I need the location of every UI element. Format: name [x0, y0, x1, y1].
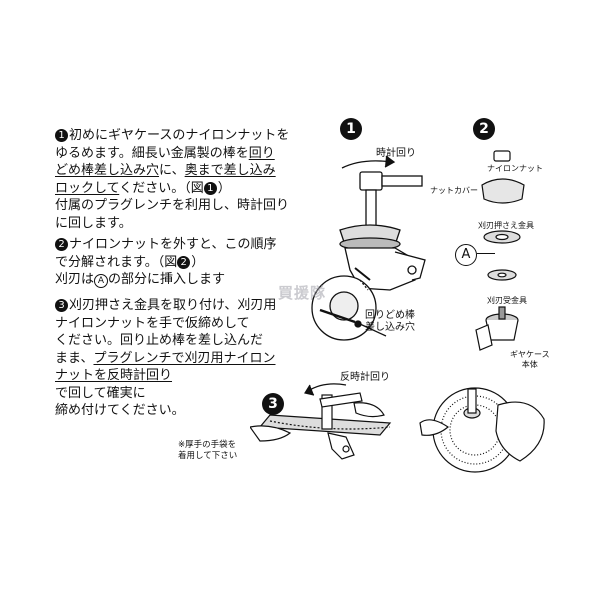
step-2-circle-a: A	[94, 274, 109, 288]
step-1-underline-1: 回り どめ棒差し込み穴	[55, 145, 275, 179]
step-1-text-d: ） 付属のプラグレンチを利用し、時計回り に回します。	[55, 180, 290, 231]
figure-2-circle-a: A	[455, 244, 477, 266]
figure-3-number: 3	[262, 393, 284, 415]
step-1-underline-2: 奥まで差し込み ロックして	[55, 163, 276, 196]
step-1-fig-ref: 1	[203, 181, 217, 195]
figure-3-rotation-label: 反時計回り	[340, 372, 390, 383]
figure-1-rotation-label: 時計回り	[376, 148, 416, 159]
step-1-text-a: 初めにギヤケースのナイロンナットを ゆるめます。細長い金属製の棒を	[55, 128, 290, 161]
step-1-text-c: ください。（図	[119, 180, 204, 196]
step-2-text-a: ナイロンナットを外すと、この順序 で分解されます。（図	[55, 237, 277, 270]
blade-holder-label: 刈刃押さえ金具	[478, 221, 534, 230]
glove-note: ※厚手の手袋を 着用して下さい	[178, 440, 238, 461]
nut-cover-label: ナットカバー	[430, 186, 478, 195]
step-3-text-a: 刈刃押さえ金具を取り付け、刈刃用 ナイロンナットを手で仮締めして ください。回り…	[55, 298, 277, 366]
step-2-fig-ref: 2	[177, 255, 191, 269]
nylon-nut-label: ナイロンナット	[487, 164, 543, 173]
step-2-text-c: の部分に挿入します	[108, 272, 226, 287]
step-3-underline-1: プラグレンチで刈刃用ナイロン ナットを反時計回り	[55, 350, 276, 384]
circle-a-arrow	[477, 253, 495, 254]
figure-2-number: 2	[473, 118, 495, 140]
figure-1-illustration	[311, 155, 426, 341]
figure-1-stop-label: 回りどめ棒 差し込み穴	[365, 310, 415, 333]
blade-receiver-label: 刈刃受金具	[487, 296, 527, 305]
step-1-text-b: に、	[159, 163, 185, 178]
figure-2-illustration	[475, 150, 525, 351]
watermark: 買援隊	[278, 284, 327, 302]
step-2-text-b: ） 刈刃は	[55, 254, 205, 288]
step-3-marker: 3	[55, 299, 68, 312]
step-3-text-b: で回して確実に 締め付けてください。	[55, 385, 185, 419]
gear-case-label: ギヤケース 本体	[510, 350, 550, 369]
step-2-marker: 2	[55, 238, 68, 251]
figure-3-illustration	[250, 383, 545, 473]
figure-1-number: 1	[340, 118, 362, 140]
step-1-marker: 1	[55, 129, 68, 142]
